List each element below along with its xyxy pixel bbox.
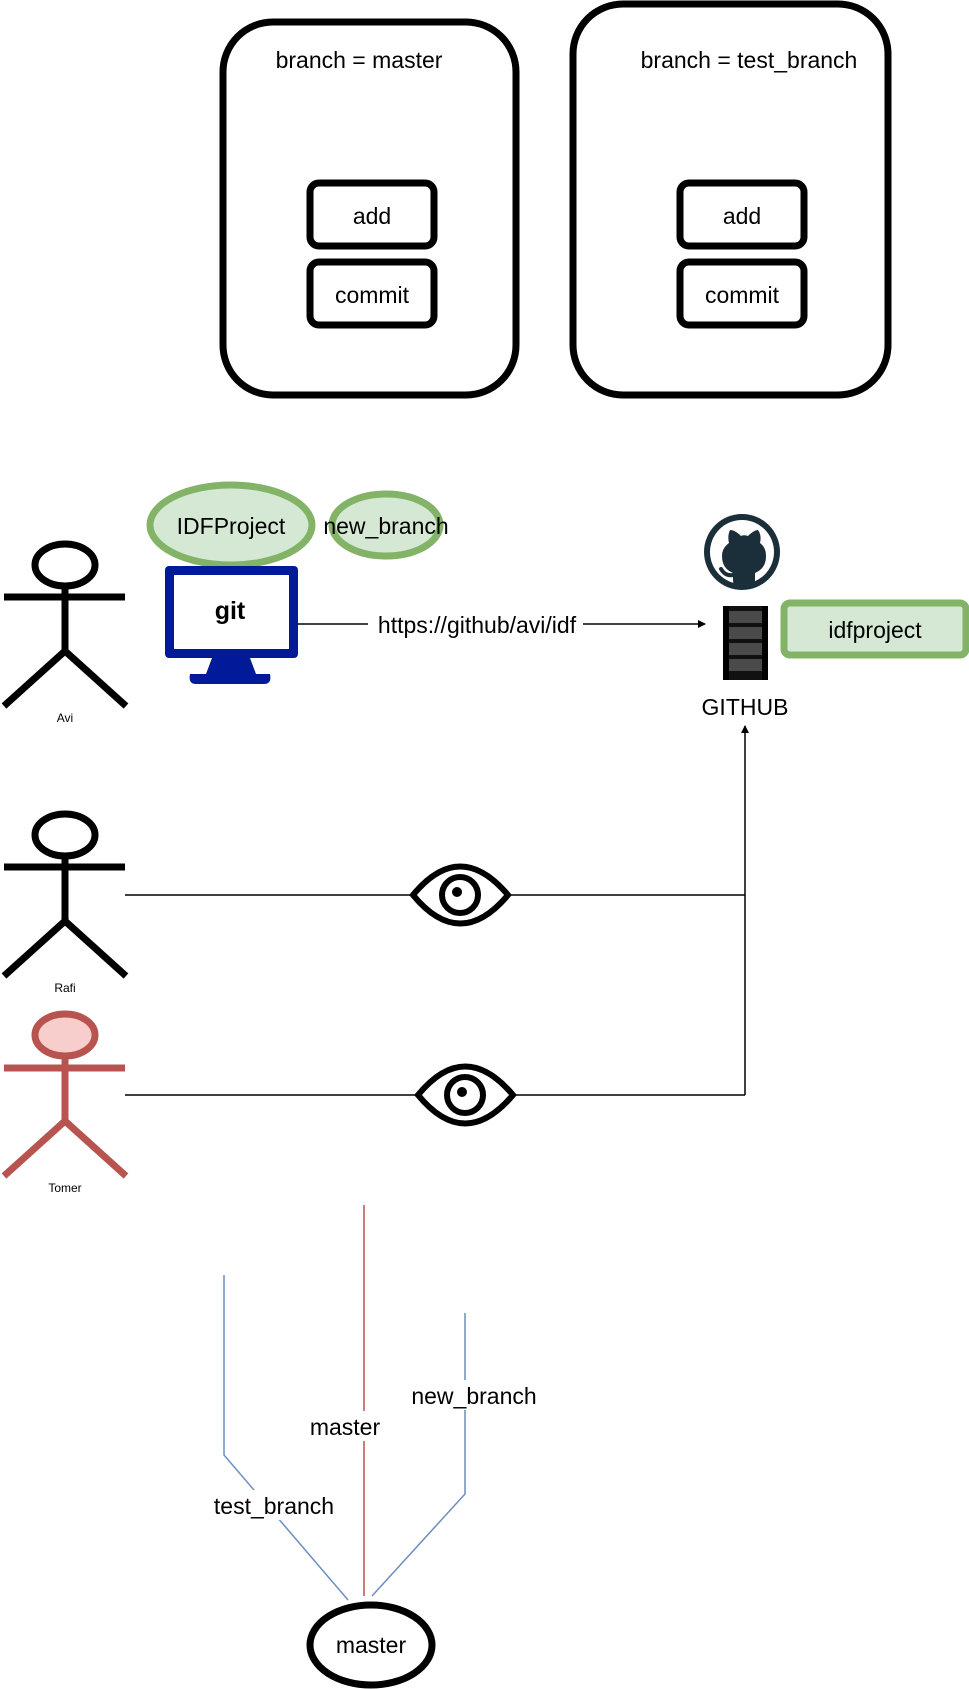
- commit-label: commit: [335, 282, 410, 308]
- branch-box-test-branch: branch = test_branch add commit: [569, 0, 892, 399]
- commit-label: commit: [705, 282, 780, 308]
- actor-tomer-label: Tomer: [48, 1181, 81, 1195]
- branch-tree: test_branch master new_branch: [203, 1205, 543, 1601]
- idfproject-repo-box[interactable]: idfproject: [780, 599, 969, 659]
- master-root-label: master: [336, 1632, 407, 1658]
- master-root-node[interactable]: master: [306, 1601, 436, 1689]
- new-branch-label: new_branch: [411, 1383, 536, 1409]
- commit-button-test[interactable]: commit: [676, 258, 808, 329]
- watch-connectors: [125, 725, 749, 1096]
- new-branch-line: [371, 1313, 466, 1597]
- push-url-label: https://github/avi/idf: [378, 612, 577, 638]
- idfproject-bubble[interactable]: IDFProject: [146, 481, 316, 569]
- actor-avi: Avi: [1, 540, 129, 725]
- test-branch-line: [223, 1275, 349, 1601]
- monitor-label: git: [215, 597, 246, 625]
- add-button-test[interactable]: add: [676, 179, 808, 250]
- actor-avi-label: Avi: [57, 711, 73, 725]
- test-branch-label: test_branch: [214, 1493, 334, 1519]
- branch-box-master: branch = master add commit: [219, 18, 520, 399]
- github-server-label: GITHUB: [702, 694, 789, 720]
- server-rack-icon[interactable]: GITHUB: [702, 606, 789, 720]
- branch-box-master-title: branch = master: [276, 47, 443, 73]
- idfproject-bubble-label: IDFProject: [177, 513, 286, 539]
- add-label: add: [353, 203, 391, 229]
- push-connector: https://github/avi/idf: [298, 612, 706, 638]
- new-branch-bubble-label: new_branch: [323, 513, 448, 539]
- new-branch-bubble[interactable]: new_branch: [323, 490, 449, 560]
- idfproject-repo-label: idfproject: [828, 617, 922, 643]
- monitor-icon[interactable]: git: [165, 566, 298, 684]
- add-button-master[interactable]: add: [306, 179, 438, 250]
- actor-rafi: Rafi: [1, 810, 129, 995]
- eye-icon: [409, 863, 512, 927]
- add-label: add: [723, 203, 761, 229]
- actor-rafi-label: Rafi: [54, 981, 75, 995]
- github-octocat-icon: [704, 514, 780, 590]
- actor-tomer: Tomer: [1, 1010, 129, 1195]
- master-branch-label: master: [310, 1414, 381, 1440]
- eye-icon: [414, 1063, 517, 1127]
- branch-box-test-title: branch = test_branch: [641, 47, 858, 73]
- commit-button-master[interactable]: commit: [306, 258, 438, 329]
